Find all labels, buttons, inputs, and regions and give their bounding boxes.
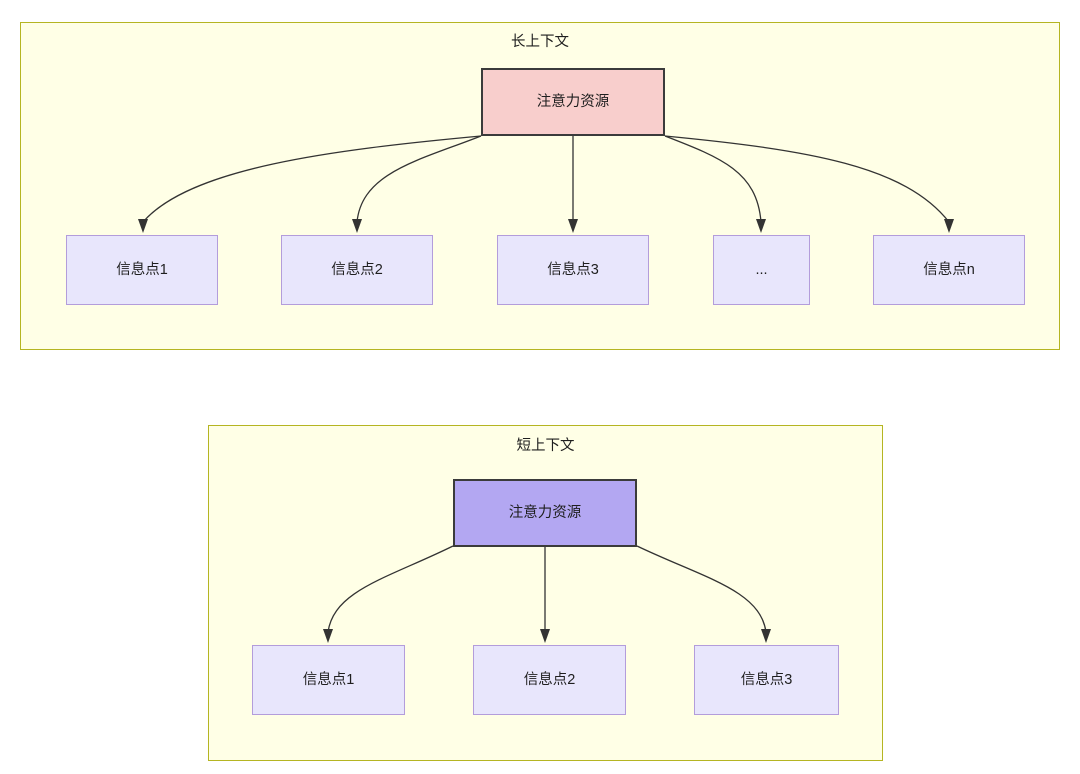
attention-resource-node-short[interactable]: 注意力资源	[453, 479, 637, 547]
short-info-point-node-3[interactable]: 信息点3	[694, 645, 839, 715]
info-point-node-ellipsis[interactable]: ...	[713, 235, 810, 305]
info-point-node-1[interactable]: 信息点1	[66, 235, 218, 305]
context-title-short: 短上下文	[516, 438, 575, 454]
short-info-point-node-1[interactable]: 信息点1	[252, 645, 405, 715]
info-point-node-n[interactable]: 信息点n	[873, 235, 1025, 305]
context-title-long: 长上下文	[511, 34, 569, 50]
short-info-point-node-2[interactable]: 信息点2	[473, 645, 626, 715]
info-point-node-2[interactable]: 信息点2	[281, 235, 433, 305]
attention-resource-node-long[interactable]: 注意力资源	[481, 68, 665, 136]
info-point-node-3[interactable]: 信息点3	[497, 235, 649, 305]
